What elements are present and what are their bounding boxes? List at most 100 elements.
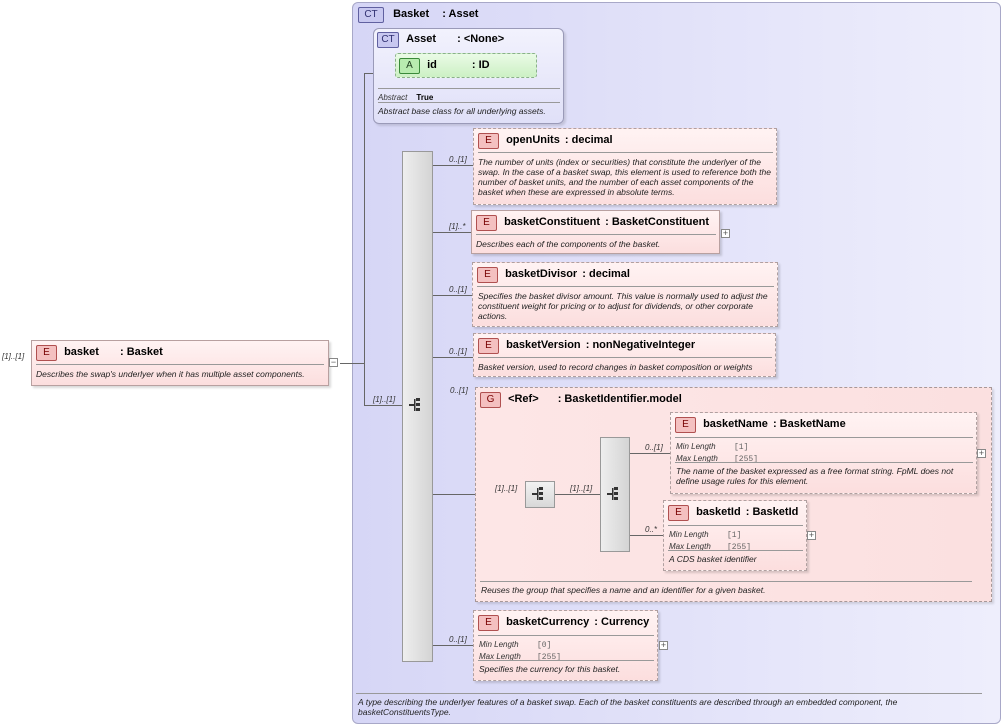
max-length-value: [255] [537,653,562,662]
divisor-header: E basketDivisor : decimal [477,267,630,283]
collapse-icon[interactable]: − [329,357,338,367]
currency-header: E basketCurrency : Currency [478,615,649,631]
choice-cardinality: [1]..[1] [570,484,593,493]
element-icon: E [477,267,498,283]
constituent-type: : BasketConstituent [605,216,709,228]
divisor-description: Specifies the basket divisor amount. Thi… [478,291,768,321]
currency-name: basketCurrency [506,616,590,628]
root-description: Describes the swap's underlyer when it h… [36,369,305,379]
attribute-icon: A [399,58,420,74]
basketid-header: E basketId : BasketId [668,505,798,521]
outer-type-name: Basket [393,8,430,20]
root-type: : Basket [119,346,163,358]
basketname-facets: Min Length [1] Max Length [255] [676,441,758,465]
outer-type-base: : Asset [442,8,479,20]
sequence-icon [607,487,618,500]
group-seq-cardinality: [1]..[1] [495,484,518,493]
currency-description: Specifies the currency for this basket. [479,664,621,674]
version-description: Basket version, used to record changes i… [478,362,753,372]
element-icon: E [675,417,696,433]
openunits-cardinality: 0..[1] [449,155,467,164]
basketid-name: basketId [696,506,741,518]
expand-icon[interactable]: + [977,448,986,458]
currency-type: : Currency [594,616,650,628]
element-icon: E [668,505,689,521]
element-basketname[interactable] [670,412,977,494]
attribute-id-row: A id : ID [399,58,490,74]
basketname-name: basketName [703,418,768,430]
element-basketconstituent[interactable] [471,210,720,254]
version-header: E basketVersion : nonNegativeInteger [478,338,695,354]
attribute-type: : ID [471,59,490,71]
expand-icon[interactable]: + [721,228,730,238]
min-length-label: Min Length [479,640,519,649]
abstract-row: Abstract True [378,91,433,103]
basketname-cardinality: 0..[1] [645,443,663,452]
outer-description: A type describing the underlyer features… [358,697,898,717]
element-openunits[interactable] [473,128,777,205]
basketname-description: The name of the basket expressed as a fr… [676,466,954,486]
asset-header: CT Asset : <None> [377,32,504,48]
group-type: : BasketIdentifier.model [557,393,682,405]
abstract-label: Abstract [378,93,408,102]
divisor-cardinality: 0..[1] [449,285,467,294]
constituent-cardinality: [1]..* [449,222,466,231]
asset-description: Abstract base class for all underlying a… [378,106,546,116]
element-icon: E [476,215,497,231]
attribute-name: id [427,59,437,71]
version-cardinality: 0..[1] [449,347,467,356]
divisor-type: : decimal [582,268,630,280]
currency-facets: Min Length[0] Max Length[255] [479,639,561,663]
max-length-label: Max Length [479,652,521,661]
expand-icon[interactable]: + [659,640,668,650]
element-icon: E [36,345,57,361]
min-length-value: [1] [734,443,749,452]
root-cardinality: [1]..[1] [2,352,25,361]
abstract-value: True [416,93,434,102]
asset-name: Asset [406,33,437,45]
root-name: basket [64,346,99,358]
openunits-type: : decimal [564,134,613,146]
group-ref-label: <Ref> [508,393,539,405]
root-header: E basket : Basket [36,345,163,361]
version-type: : nonNegativeInteger [585,339,696,351]
element-icon: E [478,338,499,354]
version-name: basketVersion [506,339,581,351]
element-basketcurrency[interactable] [473,610,658,681]
basketid-cardinality: 0..* [645,525,658,534]
element-basketversion[interactable] [473,333,776,377]
divisor-name: basketDivisor [505,268,578,280]
max-length-value: [255] [734,455,759,464]
sequence-icon [409,398,420,411]
constituent-header: E basketConstituent : BasketConstituent [476,215,709,231]
asset-base: : <None> [457,33,505,45]
constituent-description: Describes each of the components of the … [476,239,661,249]
group-cardinality: 0..[1] [450,386,468,395]
expand-icon[interactable]: + [807,530,816,540]
constituent-name: basketConstituent [504,216,601,228]
sequence-compositor[interactable] [402,151,433,662]
currency-cardinality: 0..[1] [449,635,467,644]
basketname-type: : BasketName [772,418,846,430]
basketid-description: A CDS basket identifier [669,554,757,564]
basketname-header: E basketName : BasketName [675,417,846,433]
basketid-facets: Min Length[1] Max Length[255] [669,529,751,553]
element-icon: E [478,133,499,149]
openunits-header: E openUnits : decimal [478,133,613,149]
max-length-value: [255] [727,543,752,552]
basketid-type: : BasketId [745,506,799,518]
element-basket[interactable] [31,340,329,386]
max-length-label: Max Length [669,542,711,551]
group-header: G <Ref> : BasketIdentifier.model [480,392,682,408]
complex-type-icon: CT [358,7,384,23]
openunits-description: The number of units (index or securities… [478,157,771,197]
min-length-value: [1] [727,531,742,540]
sequence-cardinality: [1]..[1] [373,395,396,404]
complex-type-icon: CT [377,32,399,48]
group-description: Reuses the group that specifies a name a… [481,585,766,595]
sequence-icon [532,487,543,500]
openunits-name: openUnits [506,134,560,146]
min-length-label: Min Length [676,442,716,451]
element-basketdivisor[interactable] [472,262,778,327]
max-length-label: Max Length [676,454,718,463]
